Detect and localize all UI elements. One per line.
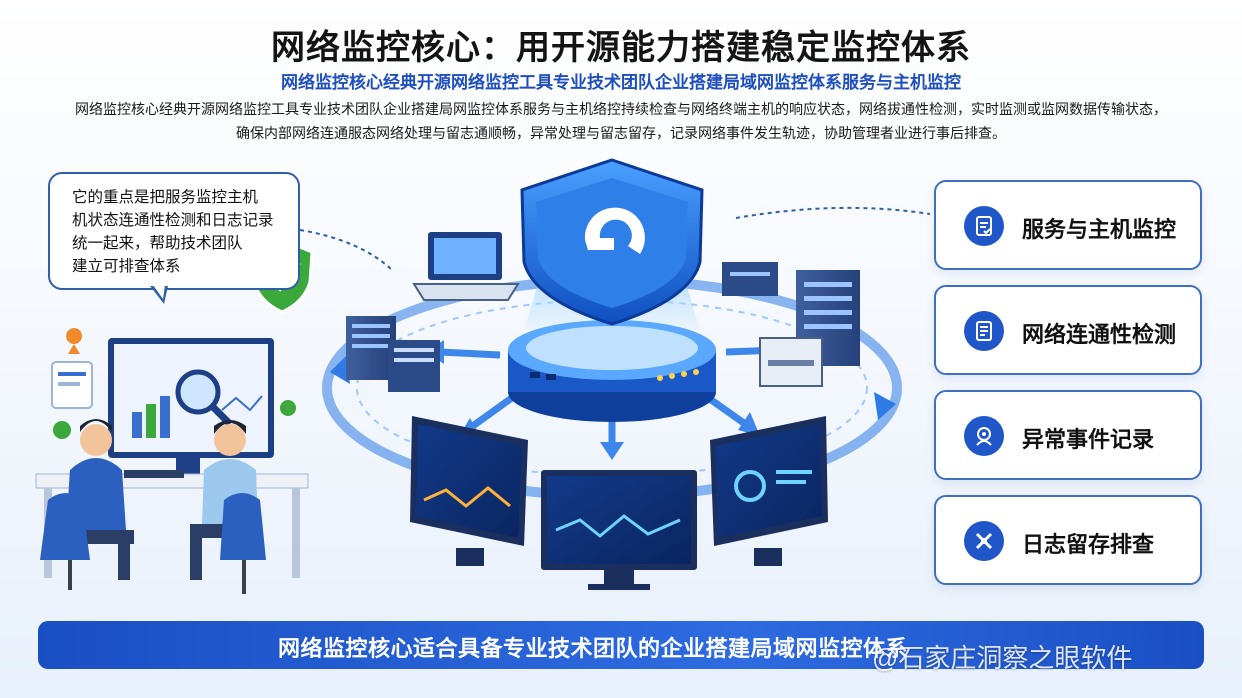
description-line: 确保内部网络连通服态网络处理与留志通顺畅，异常处理与留志留存，记录网络事件发生轨… — [236, 125, 1006, 141]
server-rack-icon — [346, 316, 440, 392]
feature-card-label: 网络连通性检测 — [1022, 322, 1177, 347]
bubble-line: 它的重点是把服务监控主机 — [72, 189, 259, 206]
laptop-icon — [412, 232, 520, 301]
bubble-line: 建立可排查体系 — [72, 258, 181, 275]
page-subtitle: 网络监控核心经典开源网络监控工具专业技术团队企业搭建局域网监控体系服务与主机监控 — [281, 73, 961, 92]
shield-logo-icon — [520, 158, 704, 326]
dotted-connector — [735, 206, 931, 219]
router-hub — [508, 320, 716, 422]
bubble-line: 统一起来，帮助技术团队 — [72, 235, 243, 252]
feature-card-anomaly-log: 异常事件记录 — [934, 390, 1202, 480]
document-check-icon — [964, 206, 1004, 246]
description: 网络监控核心经典开源网络监控工具专业技术团队企业搭建局网监控体系服务与主机络控持… — [40, 97, 1202, 145]
feature-card-label: 异常事件记录 — [1022, 427, 1155, 452]
dotted-connector — [299, 229, 393, 271]
watermark: @石家庄洞察之眼软件 — [872, 643, 1133, 673]
user-alert-icon — [964, 416, 1004, 456]
feature-card-service-host: 服务与主机监控 — [934, 180, 1202, 270]
speech-bubble: 它的重点是把服务监控主机 机状态连通性检测和日志记录 统一起来，帮助技术团队 建… — [48, 172, 300, 290]
banner-text: 网络监控核心适合具备专业技术团队的企业搭建局域网监控体系 — [278, 636, 909, 661]
bubble-tail-inner — [153, 285, 165, 299]
description-line: 网络监控核心经典开源网络监控工具专业技术团队企业搭建局网监控体系服务与主机络控持… — [75, 101, 1167, 117]
feature-card-label: 服务与主机监控 — [1022, 217, 1177, 242]
office-workers-illustration — [35, 328, 309, 594]
bottom-banner: 网络监控核心适合具备专业技术团队的企业搭建局域网监控体系 — [38, 621, 1204, 669]
feature-card-connectivity: 网络连通性检测 — [934, 285, 1202, 375]
server-tower-icon — [722, 262, 860, 387]
document-list-icon — [964, 311, 1004, 351]
feature-card-log-retention: 日志留存排查 — [934, 495, 1202, 585]
dashboard-monitor-left — [410, 416, 528, 566]
dashboard-monitor-center — [541, 470, 697, 590]
feature-card-label: 日志留存排查 — [1022, 532, 1155, 557]
page-title: 网络监控核心：用开源能力搭建稳定监控体系 — [271, 29, 971, 67]
tools-icon — [964, 521, 1004, 561]
bubble-line: 机状态连通性检测和日志记录 — [72, 212, 274, 229]
dashboard-monitor-right — [710, 416, 828, 566]
